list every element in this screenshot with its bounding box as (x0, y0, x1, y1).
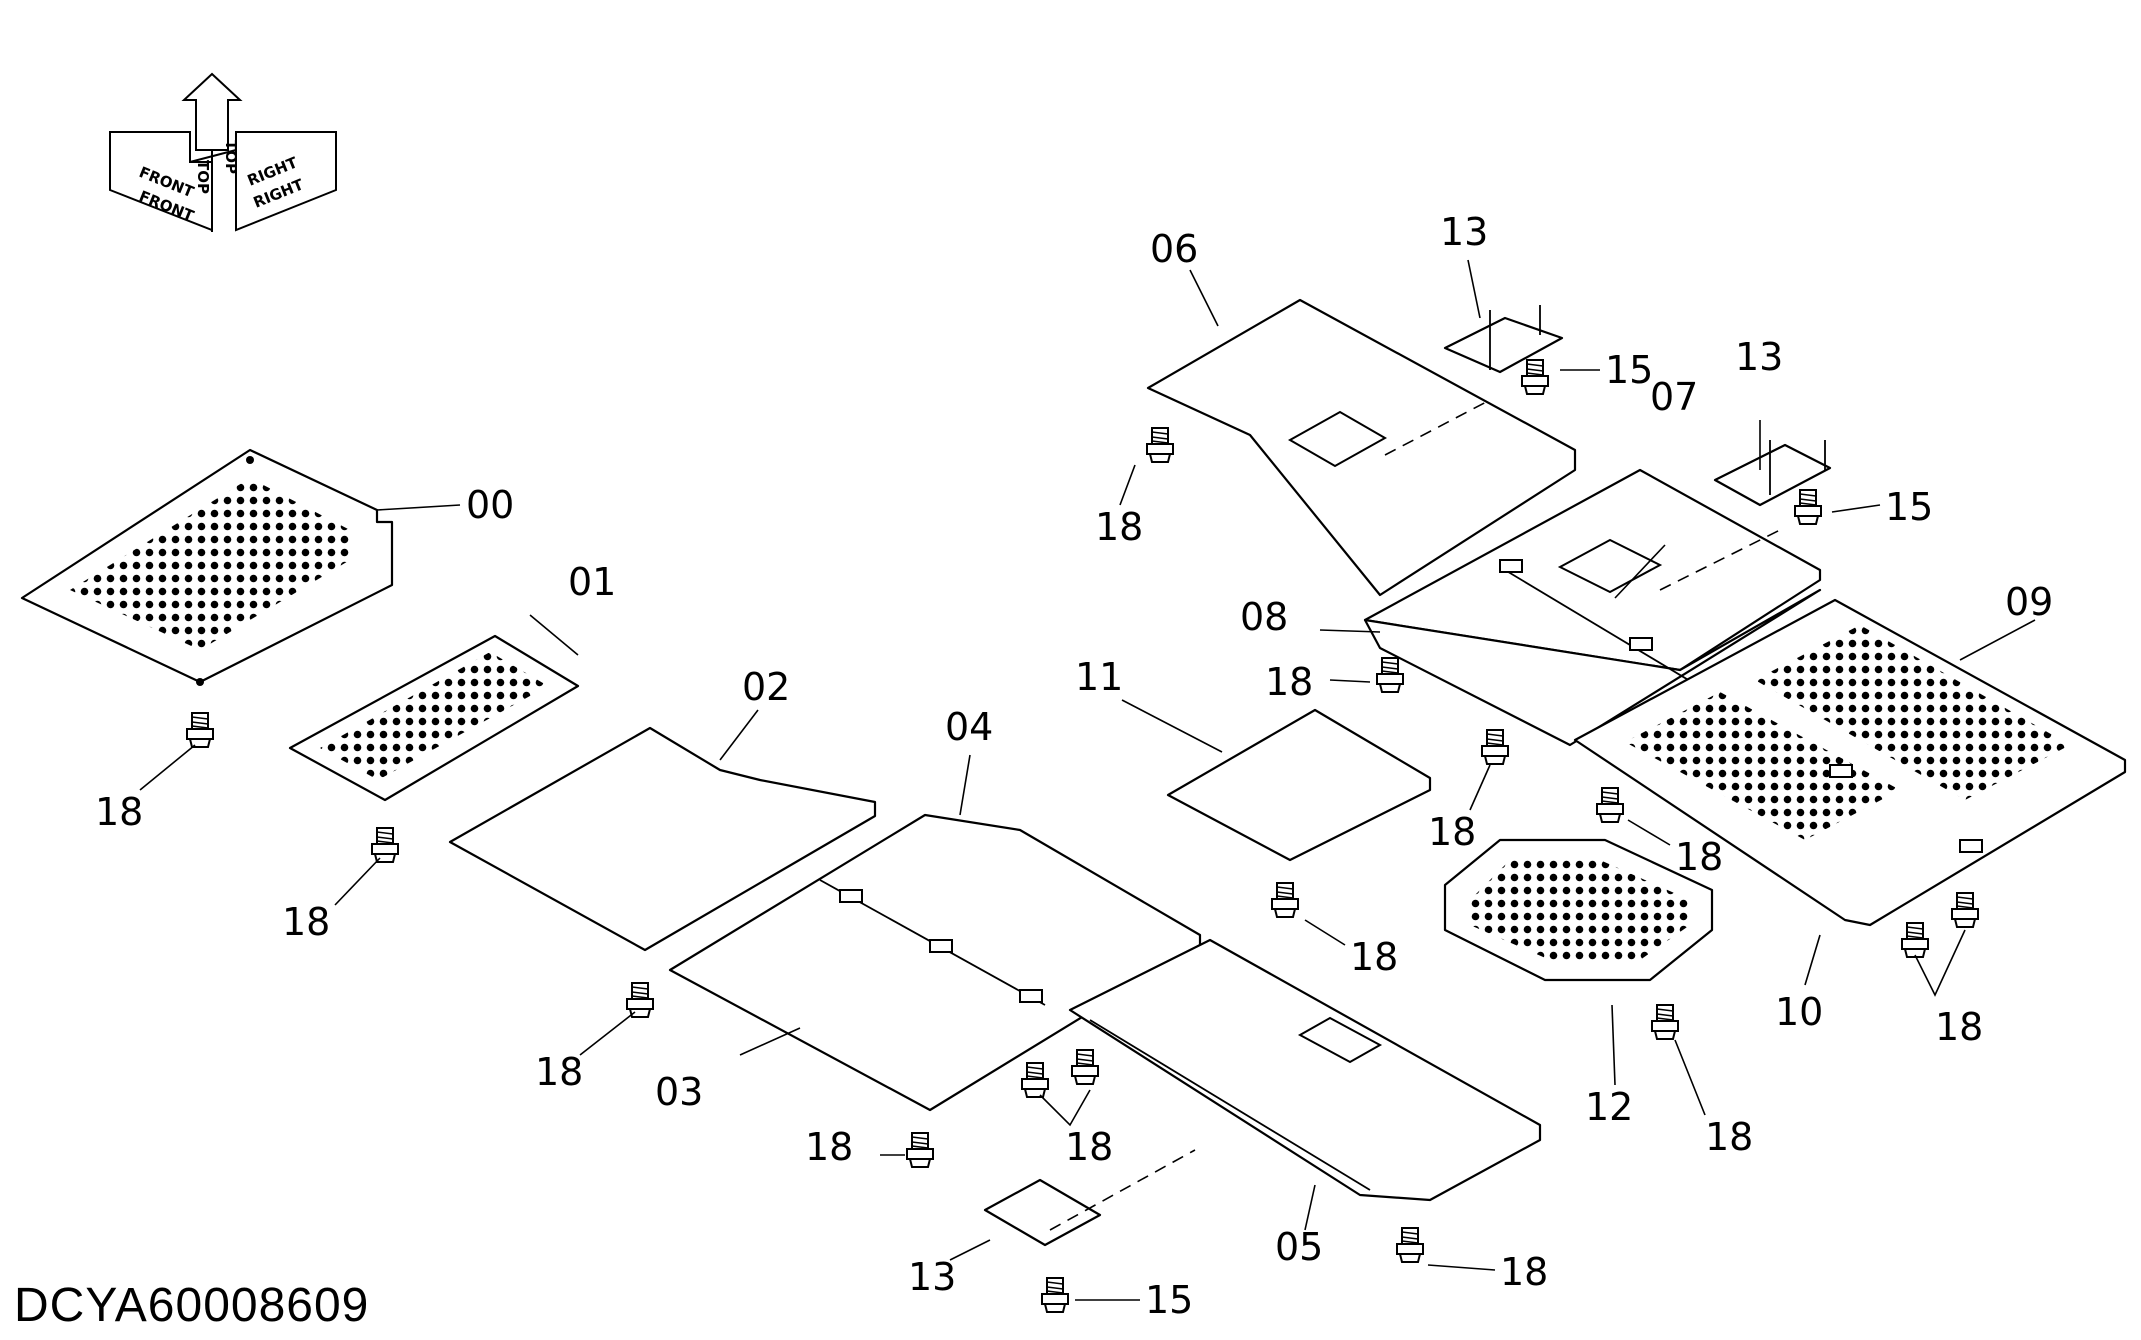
part-01-plate (288, 634, 580, 802)
part-06-plate (1146, 298, 1577, 597)
callout-18-b: 18 (282, 900, 330, 944)
callout-02: 02 (742, 665, 790, 709)
part-09-10-plate (1573, 598, 2127, 927)
callout-leader-lines (139, 259, 2036, 1301)
callout-11: 11 (1075, 655, 1123, 699)
callout-18-a: 18 (95, 790, 143, 834)
part-13-bracket-middle (1713, 440, 1832, 507)
callout-12: 12 (1585, 1085, 1633, 1129)
callout-18-j: 18 (1675, 835, 1723, 879)
part-04-plate (668, 813, 1202, 1112)
orientation-compass-icon: TOP TOP FRONT FRONT RIGHT RIGHT (109, 72, 337, 232)
callout-07: 07 (1650, 375, 1698, 419)
part-12-plate (1443, 838, 1714, 982)
part-05-plate (1068, 938, 1542, 1202)
callout-18-c: 18 (535, 1050, 583, 1094)
callout-13-upper: 13 (1440, 210, 1488, 254)
document-id: DCYA60008609 (14, 1279, 370, 1332)
callout-15-middle: 15 (1885, 485, 1933, 529)
callout-15-lower: 15 (1145, 1278, 1193, 1322)
callout-18-i: 18 (1428, 810, 1476, 854)
callout-13-middle: 13 (1735, 335, 1783, 379)
orientation-top-label: TOP (194, 160, 212, 194)
part-13-bracket-upper (1443, 305, 1564, 374)
part-13-bracket-lower (983, 1149, 1196, 1247)
callout-05: 05 (1275, 1225, 1323, 1269)
callout-18-k: 18 (1350, 935, 1398, 979)
part-11-plate (1166, 708, 1432, 862)
part-02-plate (448, 726, 877, 952)
callout-18-d: 18 (805, 1125, 853, 1169)
callout-04: 04 (945, 705, 993, 749)
callout-18-f: 18 (1500, 1250, 1548, 1294)
callout-09: 09 (2005, 580, 2053, 624)
callout-18-h: 18 (1265, 660, 1313, 704)
callout-15-upper: 15 (1605, 348, 1653, 392)
callout-01: 01 (568, 560, 616, 604)
callout-00: 00 (466, 483, 514, 527)
callout-13-lower: 13 (908, 1255, 956, 1299)
part-00-plate (20, 448, 394, 686)
callout-10: 10 (1775, 990, 1823, 1034)
callout-08: 08 (1240, 595, 1288, 639)
callout-06: 06 (1150, 227, 1198, 271)
callout-18-g: 18 (1095, 505, 1143, 549)
callout-labels: 00 01 02 03 04 05 06 07 08 09 10 11 12 1… (95, 210, 2053, 1322)
callout-18-e: 18 (1065, 1125, 1113, 1169)
callout-18-m: 18 (1935, 1005, 1983, 1049)
orientation-top-label-shadow: TOP (222, 140, 240, 174)
callout-03: 03 (655, 1070, 703, 1114)
callout-18-l: 18 (1705, 1115, 1753, 1159)
